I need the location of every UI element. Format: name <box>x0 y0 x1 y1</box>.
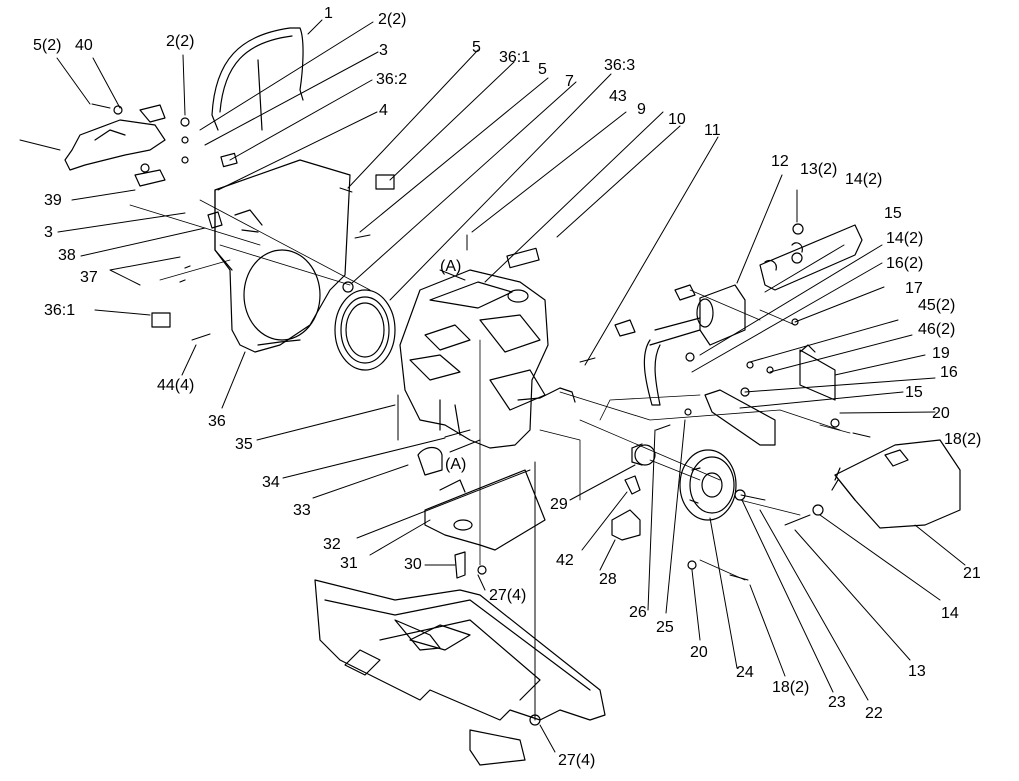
callout-36-1-left: 36:1 <box>44 302 76 319</box>
callout-16: 16 <box>940 364 958 381</box>
callout-19: 19 <box>932 345 950 362</box>
callout-28: 28 <box>599 571 617 588</box>
callout-25: 25 <box>656 619 674 636</box>
part-hood-bracket <box>64 104 166 187</box>
callout-22: 22 <box>865 705 883 722</box>
callout-17: 17 <box>905 280 923 297</box>
part-windshield-frame <box>211 27 304 131</box>
callout-39: 39 <box>44 192 62 209</box>
callout-9: 9 <box>637 101 646 118</box>
part-engine <box>399 269 576 449</box>
callout-16-2: 16(2) <box>886 255 924 272</box>
part-belt-guard <box>831 439 961 529</box>
part-clutch <box>679 449 737 521</box>
callout-45-2: 45(2) <box>918 297 956 314</box>
callout-38: 38 <box>58 247 76 264</box>
callout-27-4-lower: 27(4) <box>558 752 596 769</box>
callout-a-lower: (A) <box>445 456 467 473</box>
callout-31: 31 <box>340 555 358 572</box>
callout-5-2: 5(2) <box>33 37 62 54</box>
callout-12: 12 <box>771 153 789 170</box>
callout-1: 1 <box>324 5 333 22</box>
callout-42: 42 <box>556 552 574 569</box>
part-spacer <box>631 443 656 466</box>
callout-15-top: 15 <box>884 205 902 222</box>
assembly-lines <box>129 199 851 581</box>
small-hardware <box>113 105 840 726</box>
callout-11: 11 <box>704 122 721 139</box>
part-30 <box>454 551 466 579</box>
callout-13-2: 13(2) <box>800 161 838 178</box>
callout-30: 30 <box>404 556 422 573</box>
callout-18-2-right: 18(2) <box>944 431 982 448</box>
callout-5-upper: 5 <box>472 39 481 56</box>
callout-a-upper: (A) <box>440 258 462 275</box>
callout-20-lower: 20 <box>690 644 708 661</box>
callout-44-4: 44(4) <box>157 377 195 394</box>
callout-23: 23 <box>828 694 846 711</box>
callout-29: 29 <box>550 496 568 513</box>
callout-36-1-top: 36:1 <box>499 49 531 66</box>
callout-13: 13 <box>908 663 926 680</box>
part-muffler-guard <box>759 224 863 291</box>
callout-35: 35 <box>235 436 253 453</box>
callout-20-right: 20 <box>932 405 950 422</box>
callout-10: 10 <box>668 111 686 128</box>
callout-2-2-left: 2(2) <box>166 33 195 50</box>
part-engine-plate <box>424 469 546 551</box>
callout-24: 24 <box>736 664 754 681</box>
callout-14: 14 <box>941 605 959 622</box>
callout-3-left: 3 <box>44 224 53 241</box>
part-muffler-bracket <box>704 344 836 446</box>
callout-4: 4 <box>379 102 388 119</box>
part-33 <box>417 446 443 476</box>
callout-36: 36 <box>208 413 226 430</box>
leader-lines <box>56 19 966 753</box>
part-blower-housing <box>214 159 351 353</box>
callout-14-2: 14(2) <box>886 230 924 247</box>
callout-34: 34 <box>262 474 280 491</box>
callout-2-2-top: 2(2) <box>378 11 407 28</box>
callout-33: 33 <box>293 502 311 519</box>
callout-36-3: 36:3 <box>604 57 636 74</box>
callout-5-lower: 5 <box>538 61 547 78</box>
callout-7: 7 <box>565 73 574 90</box>
callout-40: 40 <box>75 37 93 54</box>
part-frame <box>314 579 606 766</box>
callout-18-2-lower: 18(2) <box>772 679 810 696</box>
callout-21: 21 <box>963 565 981 582</box>
callout-3-top: 3 <box>379 42 388 59</box>
part-bracket-28 <box>611 475 641 541</box>
bolts <box>19 103 871 721</box>
callout-14-2-top: 14(2) <box>845 171 883 188</box>
callout-37: 37 <box>80 269 98 286</box>
callout-26: 26 <box>629 604 647 621</box>
callout-46-2: 46(2) <box>918 321 956 338</box>
callout-32: 32 <box>323 536 341 553</box>
part-ring <box>334 289 396 371</box>
part-muffler <box>614 284 746 406</box>
callout-27-4-upper: 27(4) <box>489 587 527 604</box>
callout-43: 43 <box>609 88 627 105</box>
callout-15-lower: 15 <box>905 384 923 401</box>
callout-36-2: 36:2 <box>376 71 408 88</box>
